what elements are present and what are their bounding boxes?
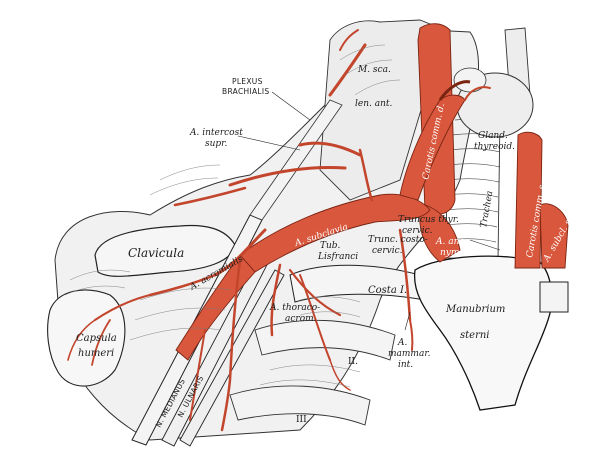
label-acrom: acrom. — [285, 314, 317, 324]
label-trunc-costo: Trunc. costo- — [368, 235, 428, 245]
arteries — [175, 23, 569, 361]
label-m-sca-len: len. ant. — [355, 99, 393, 109]
label-truncus-thyr: Truncus thyr. — [398, 215, 459, 225]
label-tub: Tub. — [320, 241, 341, 251]
label-clavicula: Clavicula — [128, 246, 184, 260]
label-a-mammar: A. — [397, 338, 407, 348]
artery-carotis-communis-sinistra — [514, 131, 543, 269]
label-rib-iii: III. — [296, 415, 310, 425]
label-mammar-int: int. — [398, 360, 413, 370]
artery-anonyma — [419, 204, 461, 263]
label-gland: Gland. — [478, 131, 508, 141]
label-a-intercost: A. intercost — [189, 128, 243, 138]
muscle-hatching — [64, 44, 401, 388]
label-plexus: PLEXUS — [232, 77, 263, 86]
label-thyreoid: thyreoid. — [474, 142, 515, 152]
rib-iii — [229, 385, 371, 426]
arterial-branches — [67, 29, 491, 432]
label-brachialis: BRACHIALIS — [222, 87, 269, 96]
label-costa-i: Costa I. — [368, 285, 407, 296]
artery-subclavia-dextra — [239, 193, 431, 273]
labels: PLEXUS BRACHIALIS A. intercost supr. M. … — [76, 65, 575, 429]
label-a-anonyma: A. ano- — [435, 237, 468, 247]
label-rib-ii: II. — [348, 357, 358, 367]
label-a-thoraco: A. thoraco- — [269, 303, 320, 313]
label-manubrium: Manubrium — [445, 304, 505, 315]
leader-lines — [237, 91, 501, 331]
manubrium-sterni — [413, 255, 553, 411]
label-a-anonyma-2: nyma — [440, 248, 465, 258]
label-trachea: Trachea — [479, 190, 495, 228]
label-m-sca: M. sca. — [357, 65, 391, 75]
label-mammar: mammar. — [388, 349, 431, 359]
label-trunc-costo-cervic: cervic. — [372, 246, 403, 256]
artery-subclavia-sinistra — [539, 203, 569, 269]
label-a-intercost-supr: supr. — [205, 139, 227, 149]
label-humeri: humeri — [78, 348, 114, 359]
label-truncus-thyr-cervic: cervic. — [402, 226, 433, 236]
label-sterni: sterni — [460, 330, 490, 341]
rib-ii — [254, 319, 396, 361]
label-capsula: Capsula — [76, 333, 117, 344]
label-lisfranci: Lisfranci — [317, 252, 358, 262]
